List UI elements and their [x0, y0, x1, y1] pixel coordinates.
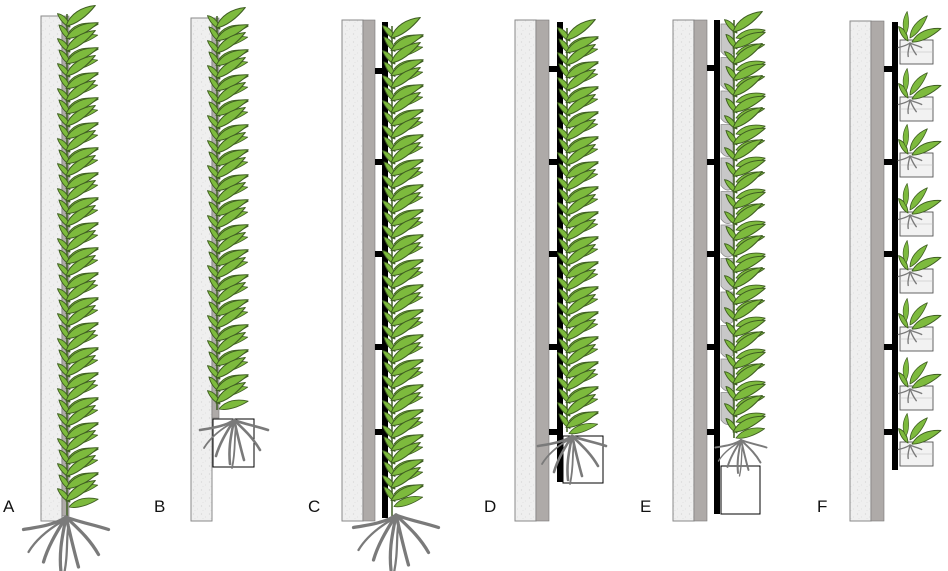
panel-b: B: [154, 6, 270, 522]
pots-f: [897, 11, 942, 467]
pot-module: [897, 240, 942, 294]
frame-f: [884, 22, 898, 470]
roots-e: [714, 439, 768, 477]
frame-d: [549, 22, 563, 482]
roots-d: [536, 434, 608, 485]
pot-module: [897, 357, 942, 411]
roots-b: [198, 418, 270, 469]
panel-c: C: [308, 16, 441, 571]
plants-a: [56, 4, 99, 516]
roots-a: [21, 515, 111, 571]
plants-b: [206, 6, 249, 410]
pot-module: [897, 124, 942, 178]
panel-e: E: [640, 10, 768, 522]
panel-d: D: [484, 18, 608, 522]
pot-module: [897, 413, 942, 467]
plants-e: [723, 10, 766, 439]
panel-a: A: [3, 4, 111, 571]
plants-d: [556, 18, 599, 435]
panel-f: F: [817, 11, 942, 522]
wall-d: [514, 19, 537, 522]
pot-module: [897, 298, 942, 352]
pot-module: [897, 68, 942, 122]
panel-label-b: B: [154, 497, 165, 516]
panel-label-a: A: [3, 497, 15, 516]
panel-label-f: F: [817, 497, 827, 516]
wall-c: [341, 19, 364, 522]
panel-label-d: D: [484, 497, 496, 516]
panel-label-c: C: [308, 497, 320, 516]
board-e: [693, 19, 708, 522]
wall-f: [849, 20, 872, 522]
roots-c: [351, 513, 441, 571]
frame-c: [375, 22, 388, 518]
board-f: [870, 20, 885, 522]
panel-label-e: E: [640, 497, 651, 516]
board-c: [362, 19, 376, 522]
plants-c: [381, 16, 424, 516]
pot-module: [897, 183, 942, 237]
frame-e: [707, 20, 720, 514]
pot-module: [897, 11, 942, 65]
wall-e: [672, 19, 695, 522]
board-d: [535, 19, 550, 522]
